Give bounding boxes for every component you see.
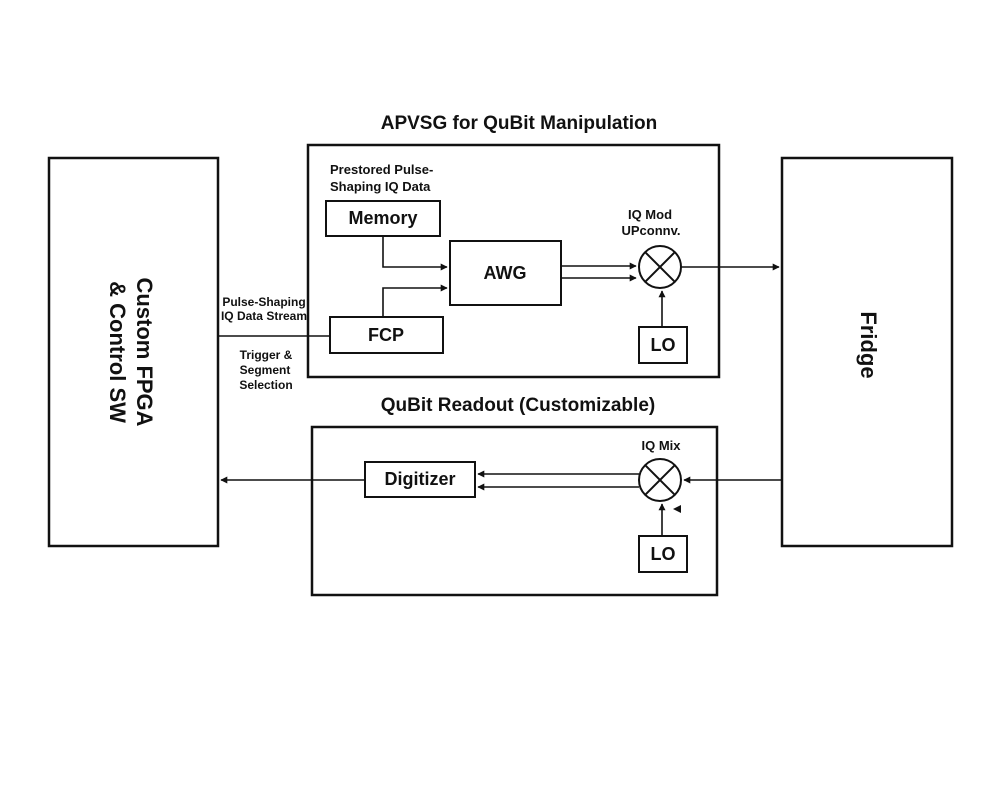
fridge-block: Fridge — [780, 156, 954, 548]
fcp-block: FCP — [329, 316, 444, 354]
fcp-label: FCP — [368, 325, 404, 345]
host-label-line1: Custom FPGA — [132, 277, 157, 426]
small-triangle-marker-icon — [673, 505, 681, 513]
pulse-stream-label-line2: IQ Data Stream — [221, 309, 307, 323]
awg-block: AWG — [449, 240, 562, 306]
trigger-label-line2: Segment — [240, 363, 291, 377]
prestored-label-line1: Prestored Pulse- — [330, 162, 433, 177]
lo-bottom-block: LO — [638, 535, 688, 573]
digitizer-block: Digitizer — [364, 461, 476, 498]
memory-block: Memory — [325, 200, 441, 237]
lo-top-label: LO — [651, 335, 676, 355]
iq-mix-label: IQ Mix — [641, 438, 681, 453]
iq-mod-label-line2: UPconnv. — [622, 223, 681, 238]
fridge-label: Fridge — [856, 311, 881, 378]
memory-to-awg-arrow — [382, 236, 448, 271]
pulse-stream-label-line1: Pulse-Shaping — [222, 295, 305, 309]
trigger-label-line1: Trigger & — [240, 348, 293, 362]
memory-label: Memory — [348, 208, 417, 228]
readout-mixer-icon — [638, 458, 682, 502]
trigger-label-line3: Selection — [239, 378, 292, 392]
host-label-line2: & Control SW — [105, 281, 130, 423]
iq-mod-label-line1: IQ Mod — [628, 207, 672, 222]
readout-title: QuBit Readout (Customizable) — [381, 395, 655, 416]
lo-bottom-label: LO — [651, 544, 676, 564]
manipulation-title: APVSG for QuBit Manipulation — [381, 113, 658, 134]
upconverter-mixer-icon — [638, 245, 682, 289]
lo-top-block: LO — [638, 326, 688, 364]
digitizer-label: Digitizer — [384, 469, 455, 489]
awg-label: AWG — [484, 263, 527, 283]
prestored-label-line2: Shaping IQ Data — [330, 179, 431, 194]
fcp-to-awg-arrow — [382, 284, 448, 317]
host-fpga-block: Custom FPGA & Control SW — [47, 156, 220, 548]
